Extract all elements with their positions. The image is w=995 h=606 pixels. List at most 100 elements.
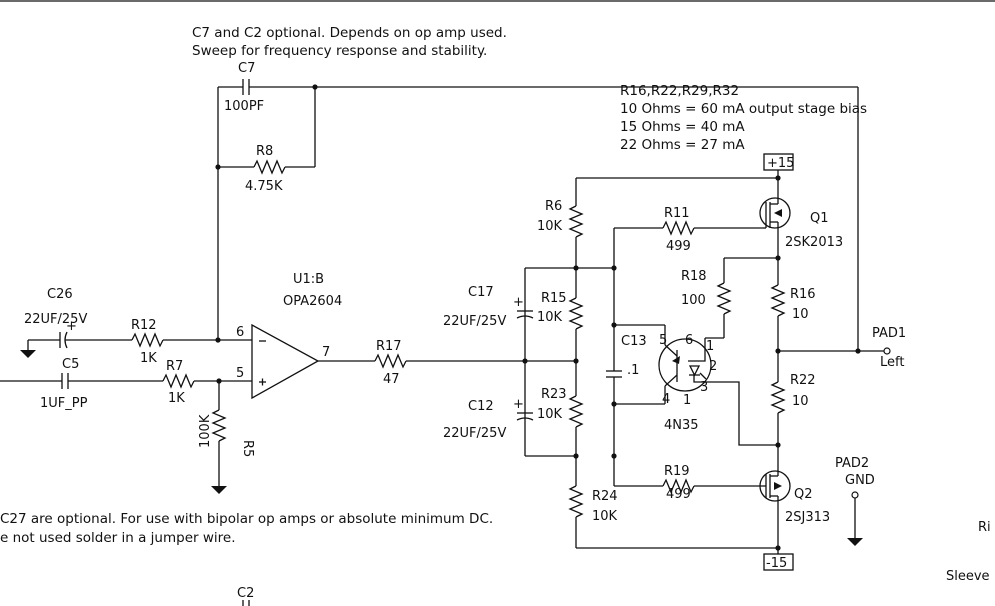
rail-positive-label: +15	[767, 156, 794, 171]
op-amp-u1b: 6 5 7 U1:B OPA2604	[236, 272, 342, 400]
r18-ref: R18	[681, 269, 707, 284]
svg-text:+: +	[66, 319, 77, 334]
note-bias-22ohm: 22 Ohms = 27 mA	[620, 137, 745, 153]
u1-pin-7: 7	[322, 345, 330, 360]
rail-negative-label: -15	[766, 556, 787, 571]
pad2-ref: PAD2	[835, 456, 869, 471]
u2-pin-3: 3	[700, 380, 708, 395]
r6-ref: R6	[545, 199, 562, 214]
c12-ref: C12	[468, 399, 494, 414]
svg-text:+: +	[513, 295, 524, 310]
r24-ref: R24	[592, 489, 618, 504]
u2-ref: 4N35	[664, 418, 699, 433]
c13-ref: C13	[621, 334, 647, 349]
c7-capacitor: C7 100PF	[218, 61, 858, 114]
r15-resistor: R15 10K	[537, 291, 584, 330]
u2-pin-4: 4	[662, 392, 670, 407]
c17-capacitor: + C17 22UF/25V	[443, 285, 534, 329]
pad1-label: Left	[880, 355, 904, 370]
r23-resistor: R23 10K	[537, 387, 584, 428]
u2-pin-5: 5	[659, 333, 667, 348]
u2-pin-1b: 1	[683, 393, 691, 408]
r5-resistor: 100K R5	[198, 409, 255, 457]
r5-value: 100K	[198, 414, 213, 448]
r6-resistor: R6 10K	[537, 199, 584, 238]
note-bias-10ohm: 10 Ohms = 60 mA output stage bias	[620, 101, 867, 117]
u1-pin-6: 6	[236, 325, 244, 340]
note-sweep: Sweep for frequency response and stabili…	[192, 43, 487, 59]
r18-value: 100	[681, 293, 706, 308]
r17-ref: R17	[376, 339, 402, 354]
q2-value: 2SJ313	[785, 510, 830, 525]
c17-ref: C17	[468, 285, 494, 300]
c26-ref: C26	[47, 287, 73, 302]
c26-value: 22UF/25V	[24, 312, 87, 327]
r7-resistor: R7 1K	[162, 359, 195, 406]
c2-capacitor: C2	[237, 586, 254, 606]
note-bias-15ohm: 15 Ohms = 40 mA	[620, 119, 745, 135]
pad1-ref: PAD1	[872, 326, 906, 341]
r18-resistor: R18 100	[681, 269, 732, 315]
r6-value: 10K	[537, 219, 563, 234]
r15-ref: R15	[541, 291, 567, 306]
rail-positive: +15	[763, 153, 794, 178]
mosfet-q1: Q1 2SK2013	[759, 178, 843, 258]
u2-pin-2: 2	[709, 359, 717, 374]
u1-ref: U1:B	[293, 272, 324, 287]
rail-negative: -15	[763, 548, 794, 571]
c13-capacitor: C13 .1	[606, 334, 647, 378]
c12-capacitor: + C12 22UF/25V	[443, 397, 534, 441]
r19-value: 499	[666, 487, 691, 502]
r8-resistor: R8 4.75K	[218, 144, 315, 194]
c5-capacitor: C5 1UF_PP	[40, 357, 88, 411]
r15-value: 10K	[537, 310, 563, 325]
r19-resistor: R19 499	[662, 464, 695, 502]
note-c27-optional: C27 are optional. For use with bipolar o…	[0, 511, 493, 527]
r12-value: 1K	[140, 351, 157, 366]
right-edge-label-ring: Ri	[978, 520, 991, 535]
c7-ref: C7	[238, 61, 255, 76]
pad2-label: GND	[845, 473, 875, 488]
u1-pin-5: 5	[236, 366, 244, 381]
r17-value: 47	[383, 372, 400, 387]
c13-value: .1	[627, 363, 639, 378]
r5-ref: R5	[240, 440, 255, 457]
q2-ref: Q2	[794, 487, 813, 502]
r11-resistor: R11 499	[662, 206, 695, 254]
r11-value: 499	[666, 239, 691, 254]
u2-pin-1: 1	[706, 339, 714, 354]
note-optional-caps: C7 and C2 optional. Depends on op amp us…	[192, 25, 507, 41]
r23-ref: R23	[541, 387, 567, 402]
svg-text:+: +	[513, 397, 524, 412]
mosfet-q2: Q2 2SJ313	[759, 470, 830, 548]
r22-ref: R22	[790, 373, 816, 388]
r12-resistor: R12 1K	[131, 318, 164, 366]
u1-value: OPA2604	[283, 294, 342, 309]
r23-value: 10K	[537, 407, 563, 422]
r17-resistor: R17 47	[374, 339, 407, 387]
r8-ref: R8	[256, 144, 273, 159]
r22-value: 10	[792, 394, 809, 409]
r16-value: 10	[792, 307, 809, 322]
q1-value: 2SK2013	[785, 235, 843, 250]
r12-ref: R12	[131, 318, 157, 333]
u2-pin-6: 6	[685, 333, 693, 348]
ground-symbol-r5	[211, 486, 227, 494]
r11-ref: R11	[664, 206, 690, 221]
c5-value: 1UF_PP	[40, 396, 88, 411]
c2-ref: C2	[237, 586, 254, 601]
c17-value: 22UF/25V	[443, 314, 506, 329]
pad2-ground: PAD2 GND	[835, 456, 875, 546]
c7-value: 100PF	[224, 99, 264, 114]
r8-value: 4.75K	[245, 179, 283, 194]
r22-resistor: R22 10	[770, 373, 816, 414]
optocoupler-4n35: 5 6 1 2 4 1 3 4N35	[658, 325, 717, 433]
r16-resistor: R16 10	[770, 284, 816, 322]
r24-value: 10K	[592, 509, 618, 524]
r7-value: 1K	[168, 391, 185, 406]
ground-symbol-c26	[20, 340, 36, 358]
q1-ref: Q1	[810, 211, 829, 226]
c12-value: 22UF/25V	[443, 426, 506, 441]
r24-resistor: R24 10K	[568, 485, 618, 524]
